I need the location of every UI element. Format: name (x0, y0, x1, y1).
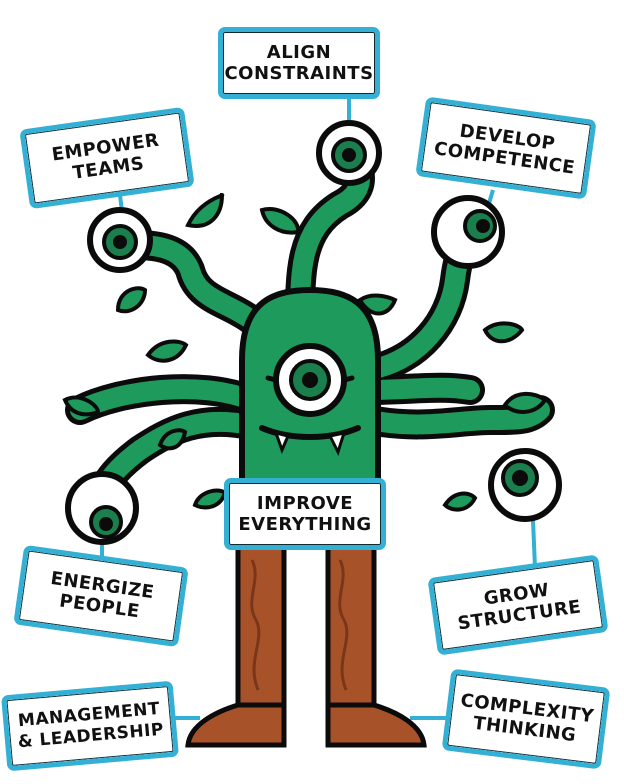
label-improve-everything: IMPROVE EVERYTHING (224, 478, 386, 550)
leaves (62, 192, 548, 512)
leaf (502, 391, 548, 414)
legs (185, 537, 427, 748)
eye-upper-left (87, 207, 153, 273)
label-management-leadership: MANAGEMENT & LEADERSHIP (1, 680, 179, 772)
eyes (65, 120, 562, 545)
leaf (115, 286, 148, 314)
label-text: IMPROVE EVERYTHING (238, 493, 372, 535)
leaf (192, 488, 228, 510)
eye-upper-right (431, 195, 505, 269)
label-text: MANAGEMENT & LEADERSHIP (17, 698, 165, 753)
leaf (185, 192, 225, 228)
label-text: ENERGIZE PEOPLE (49, 567, 156, 623)
right-foot (325, 702, 427, 748)
leaf (157, 428, 188, 451)
eye-lower-right (488, 448, 562, 522)
label-align-constraints: ALIGN CONSTRAINTS (218, 27, 380, 99)
leaf (145, 339, 189, 363)
label-text: EMPOWER TEAMS (50, 129, 161, 184)
label-text: GROW STRUCTURE (456, 579, 583, 635)
label-text: ALIGN CONSTRAINTS (224, 42, 374, 84)
left-foot (185, 702, 287, 748)
label-text: DEVELOP COMPETENCE (432, 120, 577, 179)
eye-top (316, 120, 382, 186)
eye-lower-left (65, 471, 139, 545)
leaf (357, 293, 398, 316)
leaf (482, 321, 525, 344)
eye-main (265, 343, 355, 417)
leaf (62, 395, 101, 417)
mouth (259, 425, 361, 456)
leaf (442, 491, 478, 512)
leaf (259, 207, 301, 235)
label-text: COMPLEXITY THINKING (459, 689, 596, 747)
